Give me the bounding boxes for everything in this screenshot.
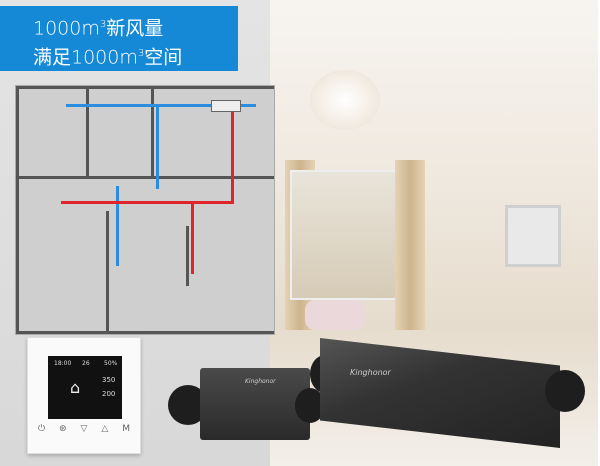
supply-value: 350 bbox=[102, 376, 116, 384]
brand-logo: Kinghonor bbox=[245, 378, 276, 385]
mode-button[interactable]: M bbox=[122, 424, 130, 434]
curtain bbox=[395, 160, 425, 330]
down-button[interactable]: ▽ bbox=[80, 424, 88, 434]
sofa bbox=[305, 300, 365, 330]
ventilation-unit-icon bbox=[211, 100, 241, 112]
wall bbox=[151, 86, 154, 176]
wall bbox=[16, 176, 274, 179]
controller-buttons: ⏻ ⊛ ▽ △ M bbox=[38, 424, 130, 434]
time-display: 18:00 bbox=[54, 360, 72, 367]
text: 新风量 bbox=[106, 17, 164, 40]
exhaust-pipe bbox=[191, 204, 194, 274]
wall bbox=[106, 211, 109, 331]
window bbox=[290, 170, 400, 300]
wall bbox=[86, 86, 89, 176]
headline-line2: 满足1000m3空间 bbox=[33, 41, 234, 70]
supply-pipe bbox=[156, 104, 159, 189]
wall-controller: 18:00 26 50% ⌂ 350 200 ⏻ ⊛ ▽ △ M bbox=[27, 337, 141, 454]
wall bbox=[16, 86, 19, 334]
floor-plan bbox=[15, 85, 275, 335]
wall bbox=[16, 86, 274, 89]
wall bbox=[16, 331, 274, 334]
supply-pipe bbox=[116, 186, 119, 266]
text: 空间 bbox=[144, 46, 183, 69]
brand-logo: Kinghonor bbox=[350, 368, 391, 377]
house-fan-icon: ⌂ bbox=[70, 378, 81, 397]
chandelier bbox=[310, 70, 380, 130]
superscript: 3 bbox=[99, 19, 107, 30]
text: 1000m bbox=[33, 17, 100, 40]
humidity-display: 50% bbox=[104, 360, 118, 367]
duct-port bbox=[545, 370, 585, 412]
up-button[interactable]: △ bbox=[101, 424, 109, 434]
temperature-display: 26 bbox=[82, 360, 90, 367]
exhaust-pipe bbox=[61, 201, 231, 204]
wall-tv bbox=[505, 205, 561, 267]
wall bbox=[186, 226, 189, 286]
headline-banner: 1000m3新风量 满足1000m3空间 bbox=[0, 6, 238, 71]
controller-screen: 18:00 26 50% ⌂ 350 200 bbox=[48, 356, 122, 419]
supply-pipe bbox=[66, 104, 256, 107]
exhaust-pipe bbox=[231, 106, 234, 204]
superscript: 3 bbox=[137, 48, 145, 60]
power-button[interactable]: ⏻ bbox=[38, 424, 46, 434]
text: 满足1000m bbox=[33, 46, 138, 69]
fan-button[interactable]: ⊛ bbox=[59, 424, 67, 434]
small-ventilation-unit: Kinghonor bbox=[200, 368, 310, 440]
exhaust-value: 200 bbox=[102, 390, 116, 398]
headline-line1: 1000m3新风量 bbox=[33, 12, 234, 41]
